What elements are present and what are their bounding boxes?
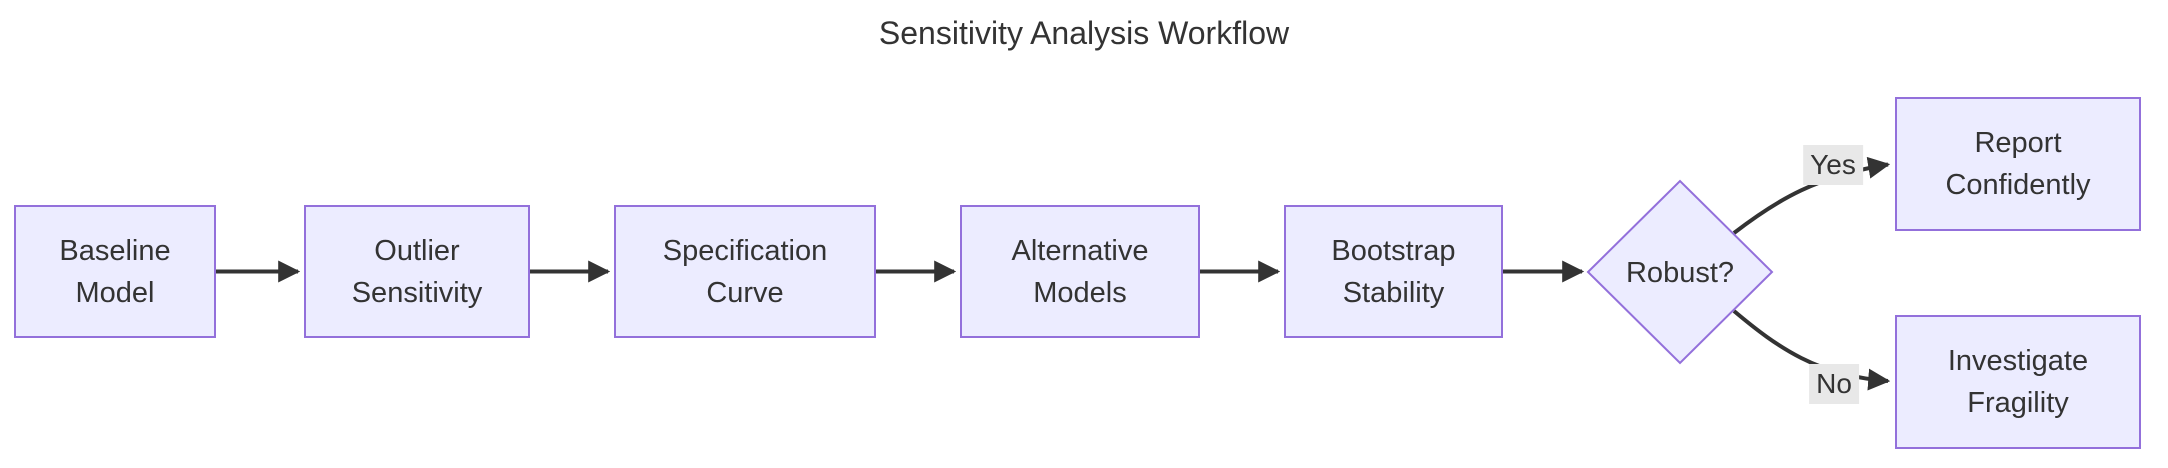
node-label-line: Confidently (1945, 169, 2091, 201)
node-baseline-model: Baseline Model (14, 205, 216, 338)
node-alternative-models: Alternative Models (960, 205, 1200, 338)
node-label-line: Alternative (1011, 234, 1149, 267)
edge-robust-no (1732, 309, 1891, 391)
edge-label-no: No (1809, 364, 1859, 404)
node-bootstrap-stability: Bootstrap Stability (1284, 205, 1503, 338)
node-label-line: Specification (662, 234, 828, 267)
edge-label-yes: Yes (1803, 145, 1863, 185)
node-label-line: Baseline (59, 234, 171, 267)
node-label-line: Bootstrap (1331, 234, 1456, 267)
node-report-confidently: Report Confidently (1895, 97, 2141, 231)
node-label-line: Models (1033, 276, 1127, 309)
node-label-line: Outlier (374, 234, 460, 267)
node-label-line: Fragility (1967, 387, 2069, 419)
node-outlier-sensitivity: Outlier Sensitivity (304, 205, 530, 338)
node-label-line: Sensitivity (351, 276, 483, 309)
decision-diamond-robust (1586, 179, 1774, 365)
node-label-line: Report (1974, 127, 2062, 159)
node-label-line: Stability (1342, 276, 1445, 309)
node-label-line: Model (75, 276, 155, 309)
node-investigate-fragility: Investigate Fragility (1895, 315, 2141, 449)
node-label-line: Investigate (1947, 345, 2089, 377)
edge-robust-yes (1732, 156, 1891, 235)
node-specification-curve: Specification Curve (614, 205, 876, 338)
node-label-line: Curve (706, 276, 784, 309)
decision-label-robust: Robust? (1625, 257, 1735, 289)
diagram-title: Sensitivity Analysis Workflow (878, 15, 1290, 51)
